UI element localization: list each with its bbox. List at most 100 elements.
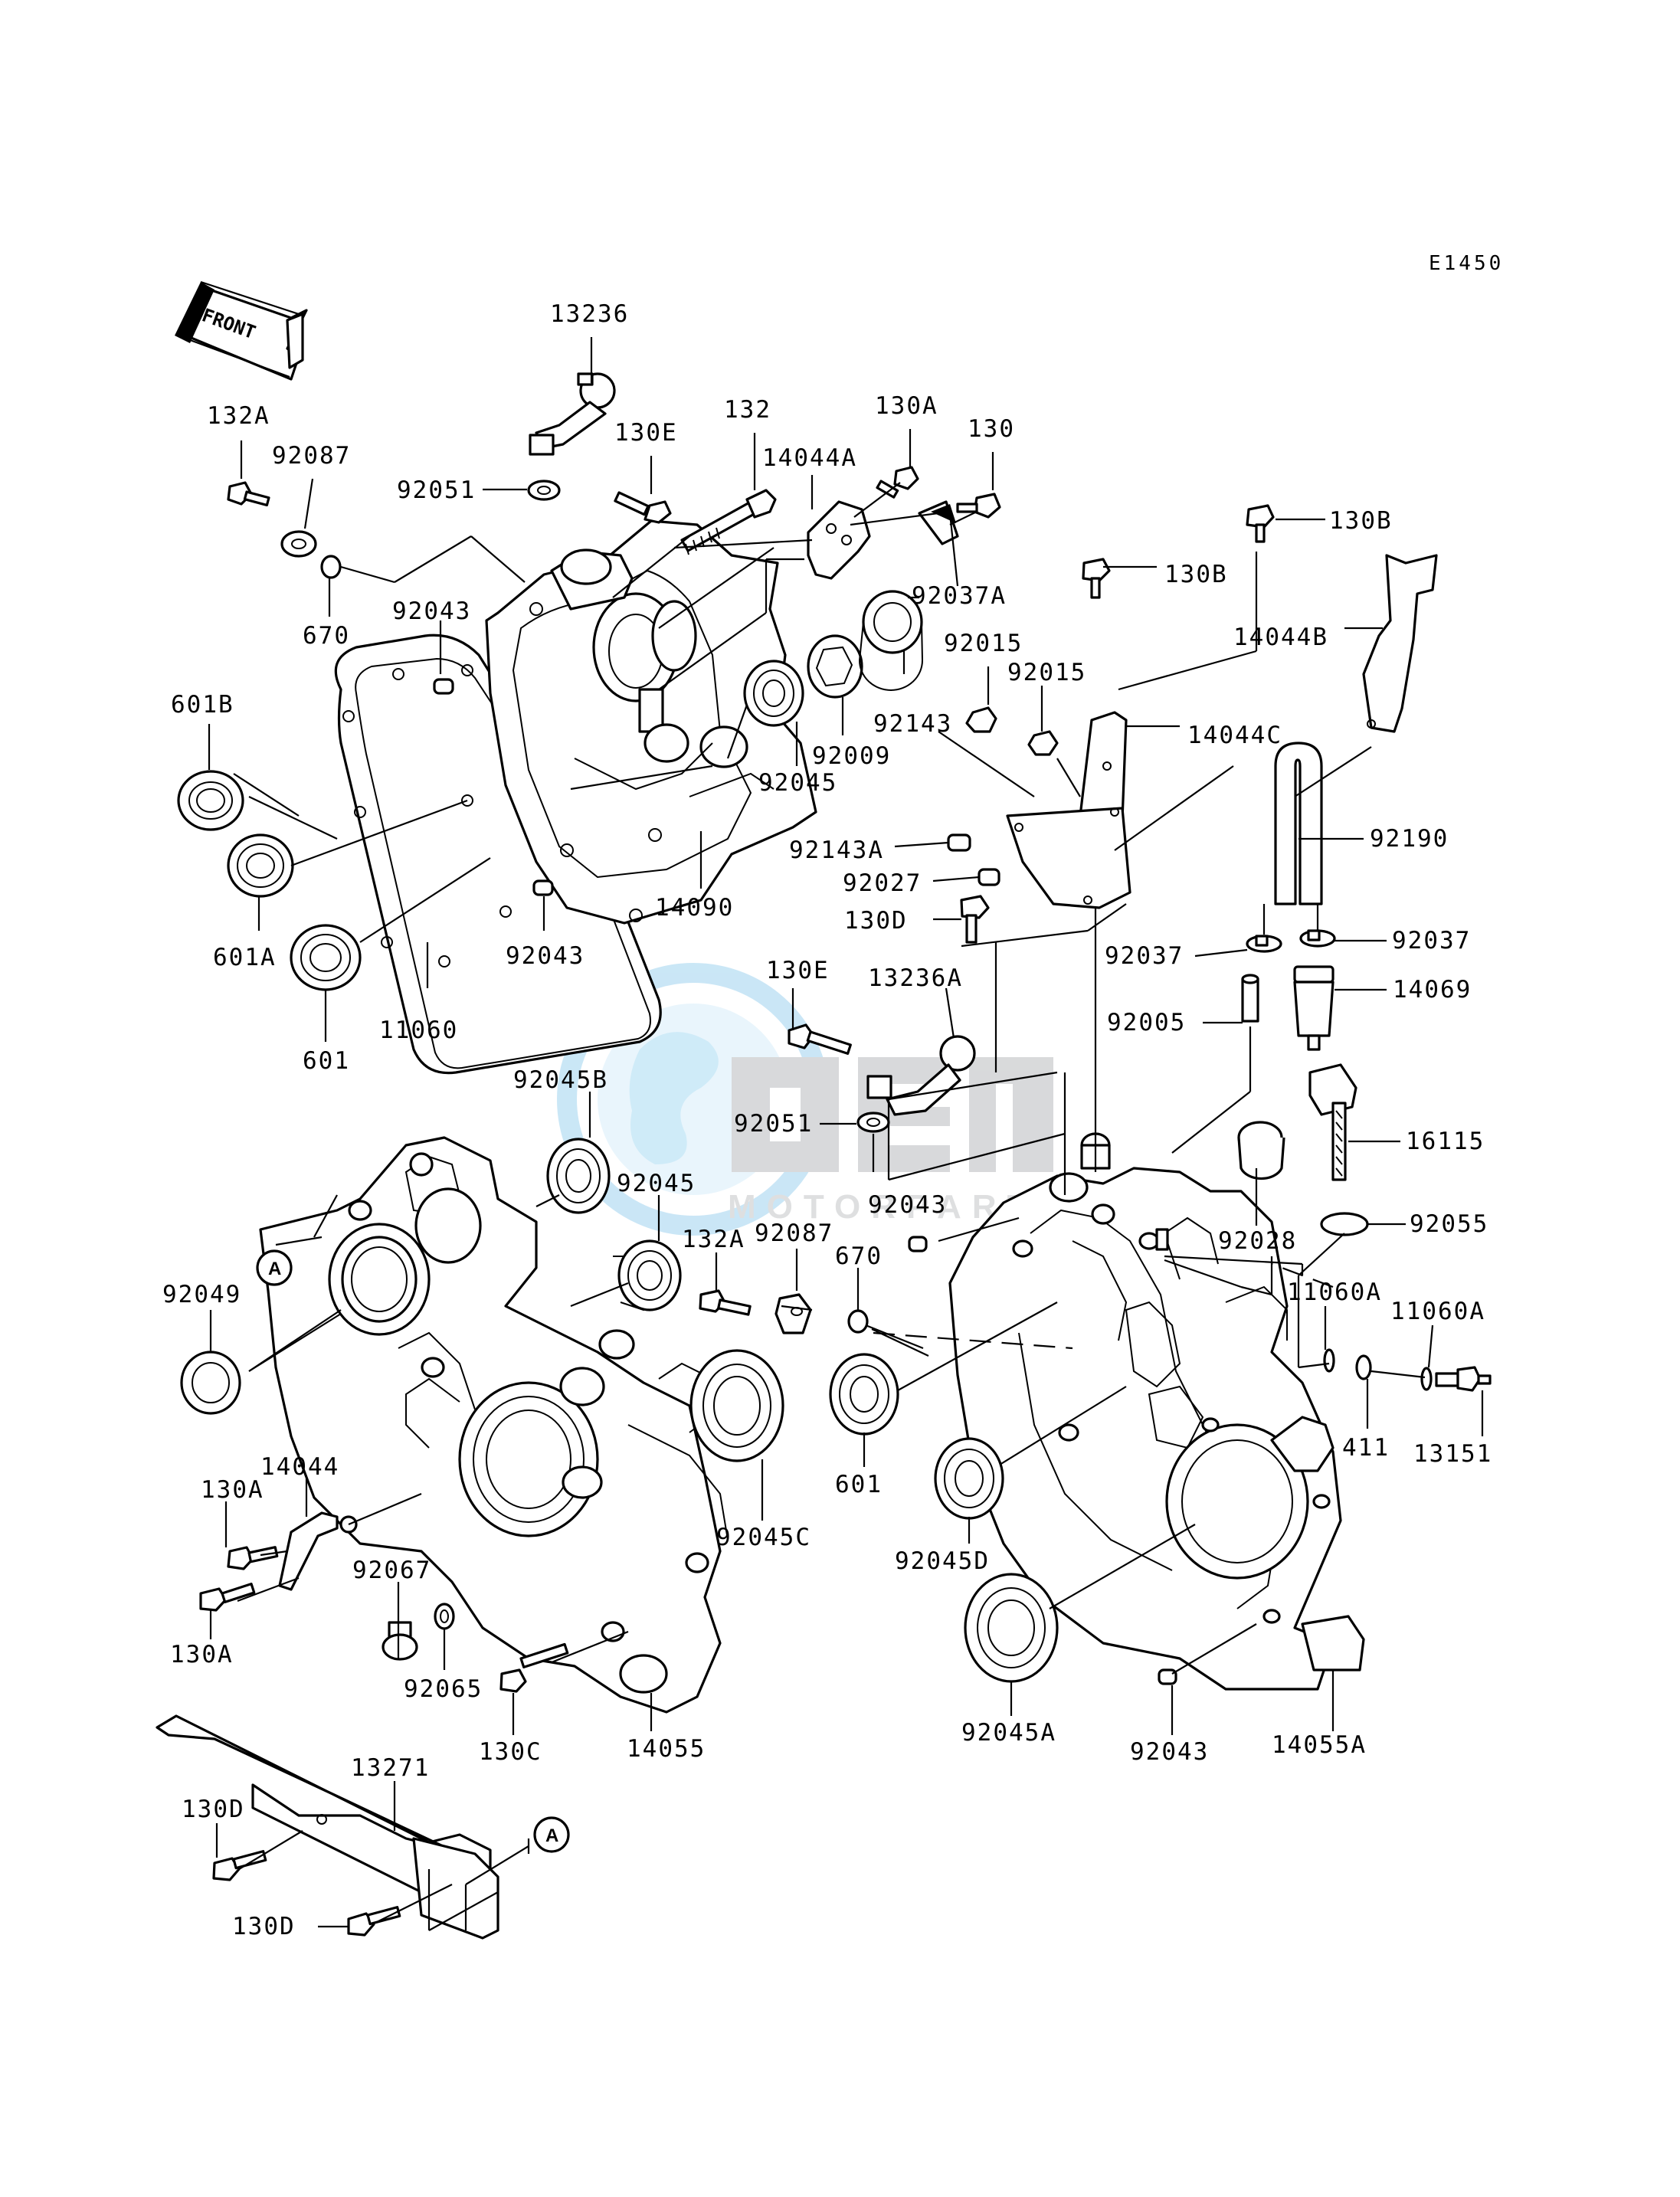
part-label: 130A [170, 1641, 234, 1668]
bolt-130B-b [1246, 504, 1275, 543]
part-label: 601A [213, 944, 277, 971]
part-label: 92037 [1105, 942, 1184, 970]
dowel-92043-bottom [1158, 1668, 1177, 1685]
collar-92027 [978, 868, 1000, 886]
long-bolt-132 [680, 489, 777, 555]
reference-mark-a-upper: A [256, 1249, 293, 1286]
part-label: 601 [835, 1471, 883, 1498]
plate-92087-mid [775, 1293, 812, 1334]
washer-411 [1355, 1354, 1372, 1380]
clamp-92037-right [1299, 929, 1336, 948]
collar-92143 [858, 590, 924, 691]
bolt-130A-top [876, 466, 919, 499]
part-label: 92027 [843, 869, 922, 897]
part-label: 92043 [506, 942, 585, 970]
filter-14069 [1293, 965, 1335, 1051]
part-label: 132A [682, 1226, 745, 1253]
part-label: 92009 [812, 742, 891, 770]
part-label: 92045 [617, 1170, 696, 1197]
part-label: 132A [207, 402, 270, 430]
oring-670-top [320, 555, 342, 579]
gasket-11060A-b [1420, 1367, 1433, 1391]
part-label: 14044C [1187, 722, 1282, 749]
seal-92049 [180, 1351, 241, 1415]
plate-92087-top [280, 530, 317, 558]
collar-92143A [947, 833, 971, 852]
dowel-92043-lower-mid [908, 1236, 928, 1252]
part-label: 13151 [1413, 1440, 1492, 1468]
part-label: 11060 [379, 1017, 458, 1044]
part-label: 130B [1329, 507, 1393, 535]
part-label: 14044B [1233, 624, 1328, 651]
plug-92067 [382, 1621, 418, 1661]
part-label: 130E [766, 957, 830, 984]
oring-670-mid [847, 1309, 869, 1334]
part-label: 13236A [868, 964, 963, 992]
part-label: 92045 [758, 769, 837, 797]
oring-92055 [1320, 1212, 1369, 1236]
bolt-130E-mid [788, 1023, 852, 1056]
part-label: 92067 [352, 1557, 431, 1584]
washer-92065 [434, 1603, 455, 1630]
part-label: 13271 [351, 1754, 430, 1782]
bolt-130D-bottom-a [212, 1850, 267, 1881]
part-label: 92005 [1107, 1009, 1186, 1036]
bearing-92045D [934, 1437, 1004, 1520]
part-label: 14044A [762, 444, 857, 472]
upper-gearcase-cover [334, 519, 817, 1075]
part-label: 92051 [397, 476, 476, 504]
part-label: 92087 [755, 1220, 833, 1247]
part-label: 92065 [404, 1675, 483, 1703]
part-label: 14055A [1272, 1731, 1367, 1759]
part-label: 14044 [260, 1453, 339, 1481]
crankcase-14055A [948, 1132, 1365, 1691]
bearing-92045B [546, 1138, 611, 1214]
part-label: 130D [182, 1796, 245, 1823]
part-label: 411 [1342, 1434, 1390, 1462]
part-label: 92190 [1370, 825, 1449, 853]
part-label: 92087 [272, 442, 351, 470]
washer-92051-mid [856, 1112, 890, 1133]
bearing-601A [227, 833, 294, 898]
bolt-130 [956, 493, 1001, 519]
bearing-92045C [689, 1349, 784, 1462]
bearing-92045-upper [743, 660, 804, 727]
shift-arm-13236 [529, 372, 616, 456]
part-label: 92015 [944, 630, 1023, 657]
part-label: 14069 [1393, 976, 1472, 1004]
reference-mark-a-upper-label: A [268, 1259, 281, 1279]
part-label: 601B [171, 691, 234, 719]
dowel-92043-top [433, 678, 454, 695]
bolt-132A-top [227, 481, 270, 507]
part-label: 670 [303, 622, 350, 650]
watermark: MOTORPARTS [557, 963, 1061, 1236]
fitting-92005 [1241, 974, 1259, 1023]
part-label: 130 [968, 415, 1015, 443]
bolt-130E [614, 491, 672, 524]
nut-92015-b [1027, 730, 1059, 756]
part-label: 92043 [392, 598, 471, 625]
part-label: 132 [724, 396, 771, 424]
bearing-92045-mid [617, 1239, 682, 1311]
part-label: 11060A [1390, 1298, 1485, 1325]
collar-92028 [1237, 1121, 1285, 1180]
part-label: 601 [303, 1047, 350, 1075]
part-label: 14055 [627, 1735, 706, 1763]
bracket-14044 [278, 1511, 358, 1591]
seal-92009 [807, 634, 863, 699]
front-arrow-icon: FRONT [175, 280, 308, 381]
part-label: 92055 [1410, 1210, 1488, 1238]
bolt-130B-a [1082, 558, 1111, 599]
part-label: 92037 [1392, 927, 1471, 954]
bolt-130A-lower-b [199, 1583, 256, 1612]
part-label: 130B [1164, 561, 1228, 588]
part-label: 16115 [1406, 1128, 1485, 1155]
part-label: 92045A [961, 1719, 1056, 1747]
bearing-601B [177, 770, 244, 831]
dowel-92043-mid [532, 879, 554, 896]
bracket-14044A [807, 500, 871, 580]
bearing-601-mid [829, 1353, 899, 1436]
bracket-14044C [1006, 711, 1131, 909]
